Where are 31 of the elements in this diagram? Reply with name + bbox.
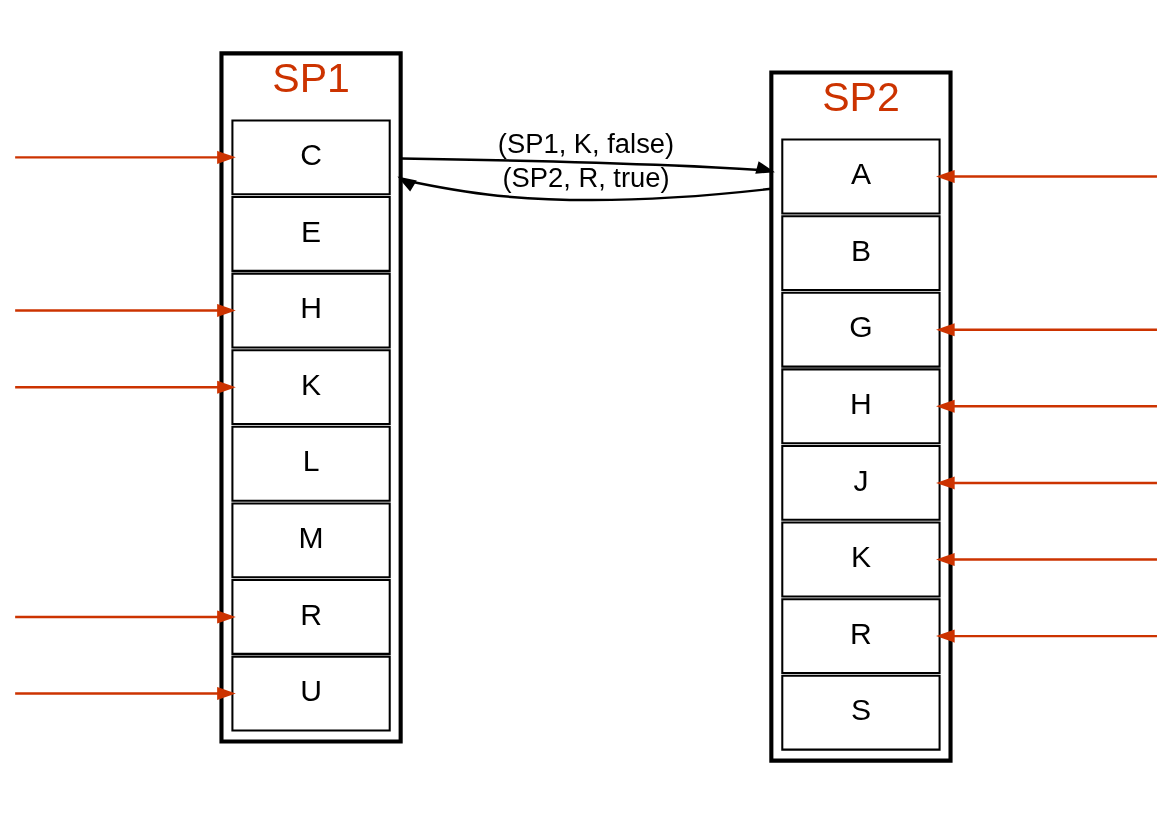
node-box: A	[781, 138, 941, 214]
node-box: K	[781, 521, 941, 597]
arrow	[400, 156, 775, 174]
node-box: R	[231, 578, 391, 655]
arrow	[15, 609, 236, 623]
arrow	[936, 399, 1157, 413]
node-box: M	[231, 501, 391, 578]
node-box: L	[231, 425, 391, 502]
node-box: H	[781, 367, 941, 444]
arrow	[397, 176, 772, 201]
node-box: R	[781, 597, 941, 674]
node-box: J	[781, 444, 941, 521]
arrow	[15, 150, 236, 164]
arrow	[936, 475, 1157, 489]
arrow	[936, 322, 1157, 336]
arrow	[15, 686, 236, 700]
node-box: S	[781, 674, 941, 751]
edge-label: (SP2, R, true)	[502, 161, 670, 193]
node-box: E	[231, 195, 391, 272]
node-box: G	[781, 291, 941, 368]
node-box: K	[231, 348, 391, 425]
arrow	[936, 629, 1157, 643]
arrow	[15, 303, 236, 317]
arrow	[15, 380, 236, 394]
node-box: U	[231, 655, 391, 731]
node-box: B	[781, 214, 941, 291]
arrow	[936, 552, 1157, 566]
node-box: C	[231, 118, 391, 195]
node-box: H	[231, 272, 391, 349]
arrow	[936, 169, 1157, 183]
edge-label: (SP1, K, false)	[497, 127, 675, 159]
